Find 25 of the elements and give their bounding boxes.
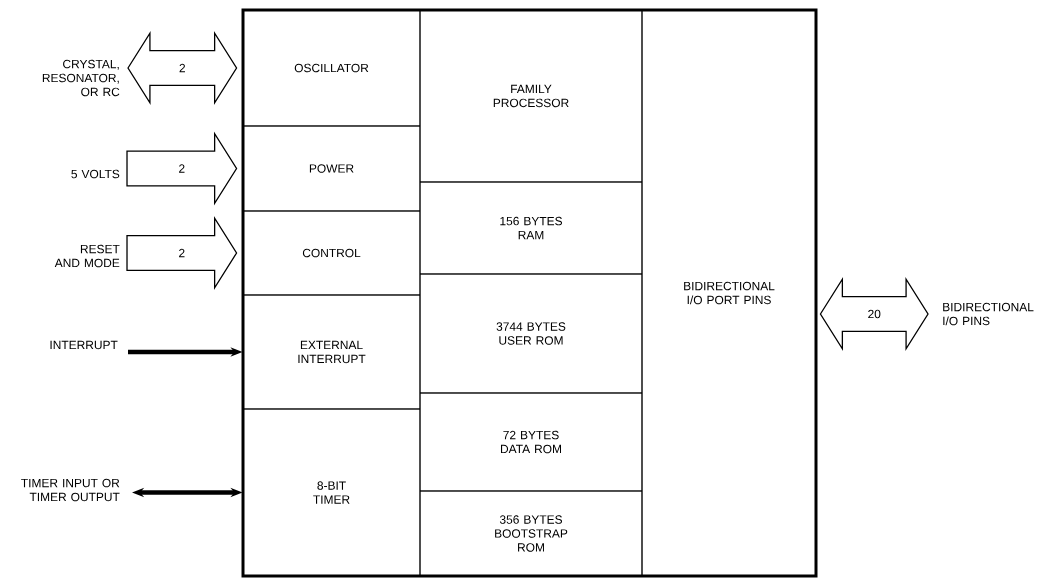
block-box: 356 BYTES BOOTSTRAP ROM xyxy=(419,490,643,577)
edge-label: 2 xyxy=(177,163,187,174)
block-arrow xyxy=(126,215,238,291)
block-box: 72 BYTES DATA ROM xyxy=(419,392,643,492)
block-arrow xyxy=(819,276,929,352)
signal-label: CRYSTAL, RESONATOR, OR RC xyxy=(42,59,120,97)
edge-label: 2 xyxy=(177,247,187,259)
edge-label: 20 xyxy=(866,308,882,320)
signal-label: RESET AND MODE xyxy=(54,244,120,268)
block-box: 8-BIT TIMER xyxy=(242,408,421,577)
edge-label: 2 xyxy=(177,62,187,74)
block-arrow xyxy=(127,30,238,106)
signal-label: INTERRUPT xyxy=(50,340,118,350)
block-box: 156 BYTES RAM xyxy=(419,181,643,275)
block-box: EXTERNAL INTERRUPT xyxy=(242,294,421,410)
block-arrow xyxy=(126,131,238,206)
block-box: CONTROL xyxy=(242,210,421,296)
block-box: BIDIRECTIONAL I/O PORT PINS xyxy=(641,9,817,577)
signal-label: BIDIRECTIONAL I/O PINS xyxy=(943,302,1034,326)
node-label: OSCILLATOR xyxy=(294,63,369,73)
block-box: 3744 BYTES USER ROM xyxy=(419,273,643,394)
signal-label: 5 VOLTS xyxy=(71,169,120,179)
signal-label: TIMER INPUT OR TIMER OUTPUT xyxy=(21,478,120,502)
block-box: POWER xyxy=(242,125,421,212)
block-box: FAMILY PROCESSOR xyxy=(419,9,643,183)
